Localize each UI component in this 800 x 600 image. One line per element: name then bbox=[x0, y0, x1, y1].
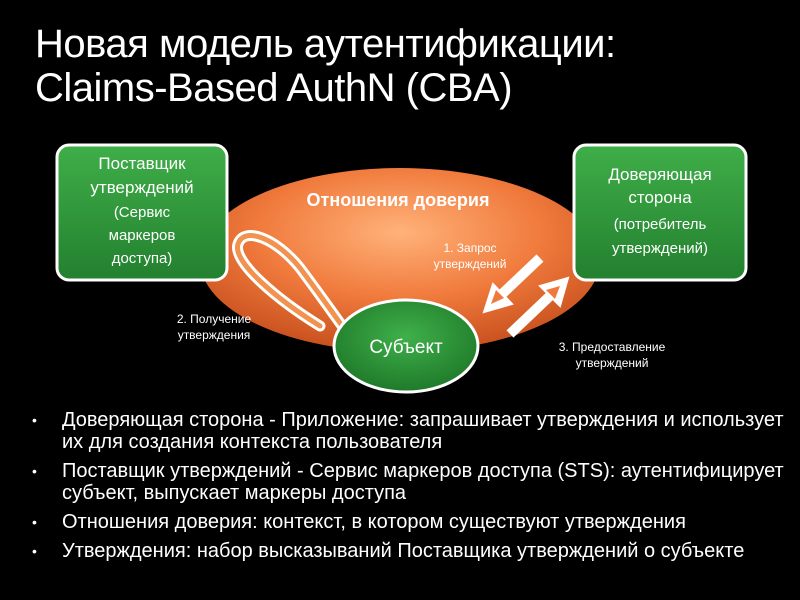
step-2-label: 2. Получение утверждения bbox=[177, 312, 252, 342]
bullet-icon: • bbox=[32, 514, 37, 530]
bullet-text: Поставщик утверждений - Сервис маркеров … bbox=[62, 460, 784, 504]
title-line-2: Claims-Based AuthN (CBA) bbox=[35, 66, 513, 110]
bullet-icon: • bbox=[32, 543, 37, 559]
provider-line-4: маркеров bbox=[109, 227, 176, 244]
relying-party-box: Доверяющая сторона (потребитель утвержде… bbox=[572, 143, 748, 282]
receive-loop-arrow bbox=[232, 230, 351, 336]
title-line-1: Новая модель аутентификации: bbox=[35, 22, 616, 66]
step-1-line-1: 1. Запрос bbox=[443, 241, 496, 255]
provider-line-2: утверждений bbox=[90, 178, 193, 197]
step-2-line-1: 2. Получение bbox=[177, 312, 252, 326]
list-item: • Утверждения: набор высказываний Поставщ… bbox=[30, 540, 790, 562]
relying-line-2: сторона bbox=[628, 188, 692, 207]
slide-title: Новая модель аутентификации: Claims-Base… bbox=[35, 22, 616, 110]
bullet-text: Утверждения: набор высказываний Поставщи… bbox=[62, 540, 745, 562]
relying-line-3: (потребитель bbox=[614, 216, 707, 233]
step-3-label: 3. Предоставление утверждений bbox=[559, 340, 666, 370]
provider-line-5: доступа) bbox=[112, 250, 173, 267]
bullet-icon: • bbox=[32, 412, 37, 428]
list-item: • Поставщик утверждений - Сервис маркеров… bbox=[30, 460, 790, 504]
bullet-text: Доверяющая сторона - Приложение: запраши… bbox=[62, 409, 784, 453]
provider-line-1: Поставщик bbox=[98, 154, 186, 173]
subject-circle: Субъект bbox=[332, 298, 480, 394]
step-3-line-2: утверждений bbox=[576, 356, 649, 370]
trust-label: Отношения доверия bbox=[307, 190, 490, 210]
bullet-list: • Доверяющая сторона - Приложение: запраш… bbox=[30, 409, 790, 569]
step-1-line-2: утверждений bbox=[434, 257, 507, 271]
relying-line-1: Доверяющая bbox=[608, 165, 711, 184]
provide-arrow bbox=[506, 276, 570, 338]
request-arrow bbox=[482, 254, 544, 314]
step-2-line-2: утверждения bbox=[178, 328, 251, 342]
step-3-line-1: 3. Предоставление bbox=[559, 340, 666, 354]
step-1-label: 1. Запрос утверждений bbox=[434, 241, 507, 271]
bullet-icon: • bbox=[32, 463, 37, 479]
provider-line-3: (Сервис bbox=[114, 204, 171, 221]
list-item: • Отношения доверия: контекст, в котором … bbox=[30, 511, 790, 533]
relying-line-4: утверждений) bbox=[612, 240, 708, 257]
list-item: • Доверяющая сторона - Приложение: запраш… bbox=[30, 409, 790, 453]
claims-provider-box: Поставщик утверждений (Сервис маркеров д… bbox=[55, 143, 229, 282]
subject-label: Субъект bbox=[369, 337, 443, 358]
claims-diagram: Отношения доверия Поставщик утверждений … bbox=[55, 143, 748, 394]
bullet-text: Отношения доверия: контекст, в котором с… bbox=[62, 511, 686, 533]
